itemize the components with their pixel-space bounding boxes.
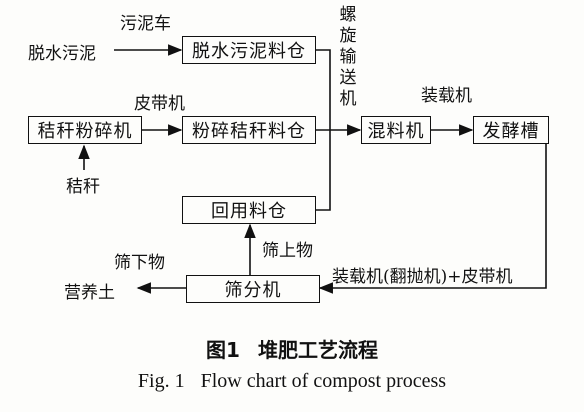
screw-conveyor-char-4: 送 (339, 68, 357, 88)
label-undersize: 筛下物 (114, 253, 165, 273)
screw-conveyor-char-5: 机 (339, 89, 357, 109)
caption-en-title: Flow chart of compost process (200, 370, 447, 392)
label-loader-turner-belt: 装载机(翻抛机)+皮带机 (332, 267, 513, 287)
mixer-label: 混料机 (367, 121, 425, 142)
crushed-straw-bin-label: 粉碎秸秆料仓 (192, 121, 306, 142)
caption-cn-title: 堆肥工艺流程 (257, 338, 378, 362)
recycled-material-bin-box: 回用料仓 (182, 196, 316, 224)
dewatered-sludge-bin-box: 脱水污泥料仓 (182, 36, 316, 64)
recycled-material-bin-label: 回用料仓 (211, 201, 287, 222)
input-straw: 秸秆 (66, 177, 100, 197)
dewatered-sludge-bin-label: 脱水污泥料仓 (192, 41, 306, 62)
label-loader: 装载机 (421, 86, 472, 106)
screw-conveyor-char-2: 旋 (339, 26, 357, 46)
label-sludge-truck: 污泥车 (120, 14, 171, 34)
straw-crusher-box: 秸秆粉碎机 (28, 116, 142, 144)
screening-machine-label: 筛分机 (224, 280, 282, 301)
fermentation-tank-box: 发酵槽 (473, 116, 549, 144)
mixer-box: 混料机 (361, 116, 431, 144)
screw-conveyor-char-3: 输 (339, 47, 357, 67)
screw-conveyor-char-1: 螺 (339, 5, 357, 25)
line-recycle-bin-to-screw (316, 130, 331, 211)
output-nutrient-soil: 营养土 (64, 283, 115, 303)
caption-en-figure-number: Fig. 1 (137, 370, 185, 392)
caption-cn-figure-number: 图1 (206, 338, 240, 362)
fermentation-tank-label: 发酵槽 (482, 121, 540, 142)
label-belt-conveyor: 皮带机 (134, 94, 185, 114)
caption-chinese: 图1 堆肥工艺流程 (0, 334, 584, 363)
screening-machine-box: 筛分机 (186, 275, 320, 303)
input-dewatered-sludge: 脱水污泥 (28, 44, 96, 64)
label-oversize: 筛上物 (262, 241, 313, 261)
line-sludge-bin-to-screw (316, 49, 331, 130)
arrow-tank-to-screen (318, 143, 547, 294)
caption-english: Fig. 1 Flow chart of compost process (0, 370, 584, 393)
straw-crusher-label: 秸秆粉碎机 (37, 121, 133, 142)
crushed-straw-bin-box: 粉碎秸秆料仓 (182, 116, 316, 144)
